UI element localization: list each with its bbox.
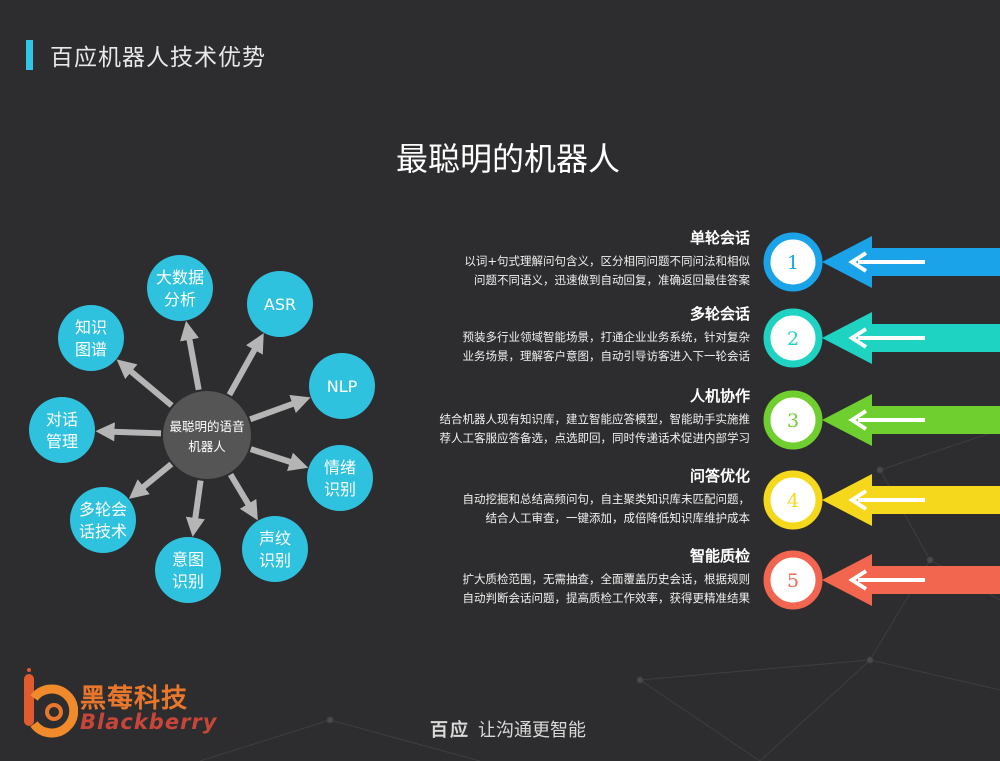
radial-arrow — [95, 422, 162, 442]
radial-center-circle — [163, 391, 251, 479]
feature-description: 以词+句式理解问句含义，区分相同问题不同问法和相似问题不同语义，迅速做到自动回复… — [464, 252, 750, 290]
main-title: 最聪明的机器人 — [395, 140, 620, 178]
footer-brand: 百应 — [430, 720, 470, 741]
feature-description-line: 结合人工审查，一键添加，成倍降低知识库维护成本 — [485, 511, 751, 525]
radial-center-label: 最聪明的语音 — [169, 419, 244, 434]
radial-node-label: 对话 — [46, 410, 78, 429]
radial-node-circle — [307, 445, 373, 511]
feature-description-line: 业务场景，理解客户意图，自动引导访客进入下一轮会话 — [462, 349, 751, 363]
radial-node-circle — [155, 537, 221, 603]
footer-slogan: 百应让沟通更智能 — [0, 716, 1000, 742]
radial-arrow — [227, 472, 258, 521]
feature-description-line: 结合机器人现有知识库，建立智能应答模型，智能助手实施推 — [439, 412, 751, 426]
radial-node-label: 管理 — [46, 432, 78, 451]
radial-node-label: 意图 — [172, 550, 204, 569]
radial-node-circle — [147, 255, 213, 321]
radial-node-label: ASR — [264, 295, 296, 314]
feature-description: 自动挖掘和总结高频问句，自主聚类知识库未匹配问题， 结合人工审查，一键添加，成倍降… — [463, 490, 751, 528]
radial-center-label: 机器人 — [188, 439, 226, 454]
feature-description-line: 自动挖掘和总结高频问句，自主聚类知识库未匹配问题， — [462, 492, 751, 506]
feature-description-line: 自动判断会话问题，提高质检工作效率，获得更精准结果 — [462, 591, 751, 605]
feature-description-line: 以词+句式理解问句含义，区分相同问题不同问法和相似 — [464, 254, 750, 268]
radial-node-label: 知识 — [75, 318, 107, 337]
radial-node-label: 分析 — [164, 290, 196, 309]
feature-title: 多轮会话 — [689, 305, 750, 323]
radial-node-circle — [70, 487, 136, 553]
radial-node-label: 大数据 — [156, 268, 204, 287]
radial-node-label: 多轮会 — [79, 500, 127, 519]
feature-description-line: 预装多行业领域智能场景，打通企业业务系统，针对复杂 — [462, 330, 751, 344]
radial-node: NLP — [309, 353, 375, 419]
radial-node-label: 话技术 — [79, 522, 127, 541]
radial-node-label: 识别 — [324, 480, 356, 499]
title-accent-bar — [26, 40, 33, 70]
radial-node-circle — [242, 516, 308, 582]
feature-title: 单轮会话 — [689, 229, 750, 247]
feature-description: 预装多行业领域智能场景，打通企业业务系统，针对复杂业务场景，理解客户意图，自动引… — [463, 328, 751, 366]
radial-node-label: 识别 — [172, 572, 204, 591]
radial-arrow — [128, 461, 174, 499]
feature-description: 结合机器人现有知识库，建立智能应答模型，智能助手实施推荐人工客服应答备选，点选即… — [440, 410, 751, 448]
page-title: 百应机器人技术优势 — [50, 45, 266, 71]
feature-description: 扩大质检范围，无需抽查，全面覆盖历史会话，根据规则自动判断会话问题，提高质检工作… — [463, 570, 751, 608]
radial-node-circle — [58, 305, 124, 371]
footer-slogan-text: 让沟通更智能 — [478, 720, 586, 741]
feature-description-line: 扩大质检范围，无需抽查，全面覆盖历史会话，根据规则 — [462, 572, 751, 586]
radial-node-circle — [309, 353, 375, 419]
feature-title: 问答优化 — [689, 467, 750, 485]
feature-description-line: 问题不同语义，迅速做到自动回复，准确返回最佳答案 — [474, 273, 750, 287]
radial-node-label: 识别 — [259, 551, 291, 570]
radial-node-circle — [247, 271, 313, 337]
logo-text-cn: 黑莓科技 — [80, 684, 189, 714]
radial-node: ASR — [247, 271, 313, 337]
radial-arrow — [249, 394, 311, 423]
blackberry-logo-icon — [24, 668, 78, 738]
radial-node-label: 声纹 — [259, 529, 291, 548]
radial-node-label: 情绪 — [324, 458, 356, 477]
feature-title: 人机协作 — [689, 387, 750, 405]
feature-description-line: 荐人工客服应答备选，点选即回，同时传递话术促进内部学习 — [439, 431, 751, 445]
radial-arrow — [226, 333, 264, 397]
radial-arrow — [185, 480, 205, 537]
radial-node-label: NLP — [327, 377, 358, 396]
radial-arrow — [249, 446, 309, 471]
radial-node-circle — [29, 397, 95, 463]
radial-arrow — [116, 359, 174, 408]
feature-title: 智能质检 — [689, 547, 750, 565]
radial-arrow — [180, 320, 202, 391]
radial-node-label: 图谱 — [75, 340, 107, 359]
logo-text-en: Blackberry — [80, 710, 218, 734]
